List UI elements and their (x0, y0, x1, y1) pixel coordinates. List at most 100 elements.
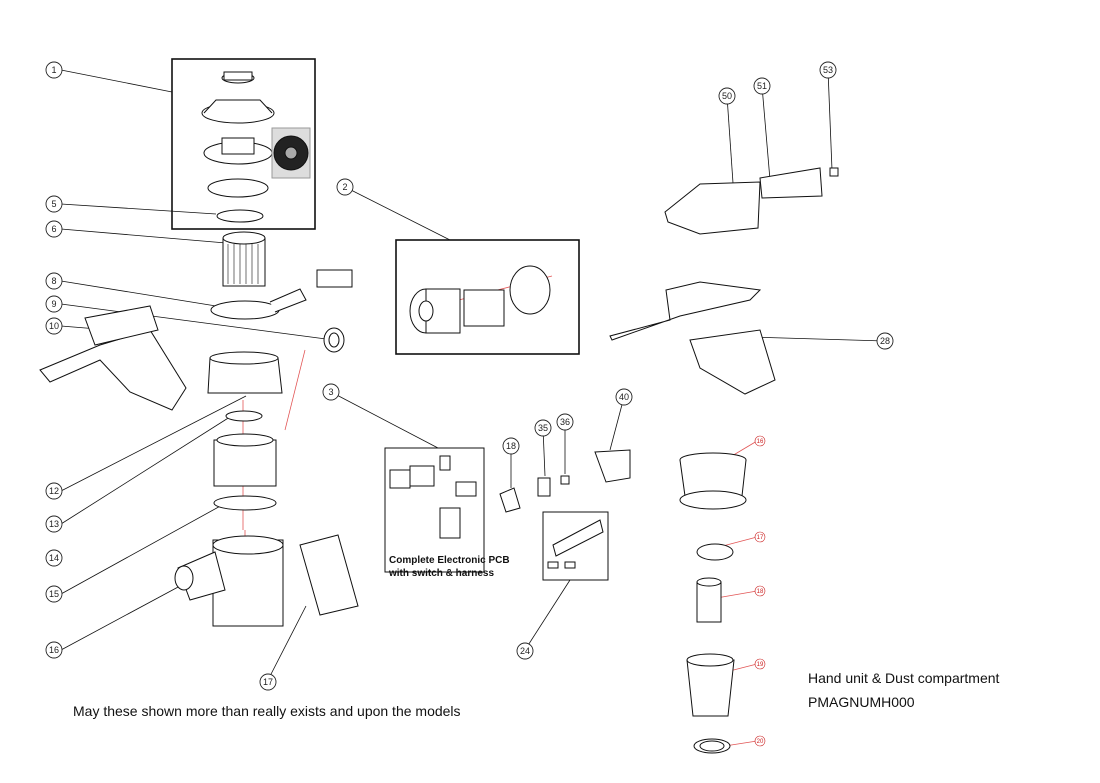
callout-circle (45, 641, 63, 659)
part-trigger (547, 519, 604, 569)
callout-number: 40 (619, 392, 629, 402)
callout-circle (754, 658, 766, 670)
callout-40: 40 (615, 388, 633, 406)
callout-53: 53 (819, 61, 837, 79)
callout-circle (754, 435, 766, 447)
callout-circle (45, 482, 63, 500)
callout-50: 50 (718, 87, 736, 105)
callout-number: 14 (49, 553, 59, 563)
part-hand-unit (609, 281, 776, 395)
callout-18: 18 (502, 437, 520, 455)
callout-circle (45, 317, 63, 335)
callout-circle (819, 61, 837, 79)
callout-5: 5 (45, 195, 63, 213)
part-top-cover (664, 167, 839, 235)
callout-circle (45, 272, 63, 290)
callout-9: 9 (45, 295, 63, 313)
callout-number: 17 (757, 535, 764, 541)
box-filter-assembly (171, 58, 316, 230)
callout-2: 2 (336, 178, 354, 196)
callout-circle (45, 295, 63, 313)
part-pcb-components (389, 455, 477, 539)
callout-3: 3 (322, 383, 340, 401)
callout-number: 35 (538, 423, 548, 433)
callout-circle (45, 195, 63, 213)
callout-number: 50 (722, 91, 732, 101)
callout-circle (615, 388, 633, 406)
callout-13: 13 (45, 515, 63, 533)
callout-circle (718, 87, 736, 105)
callout-circle (556, 413, 574, 431)
callout-number: 16 (757, 439, 764, 445)
callout-circle (534, 419, 552, 437)
callout-number: 12 (49, 486, 59, 496)
callout-17: 17 (259, 673, 277, 691)
callout-51: 51 (753, 77, 771, 95)
part-filter-cap (201, 71, 275, 223)
footer-note: May these shown more than really exists … (73, 703, 461, 719)
callout-number: 36 (560, 417, 570, 427)
part-dust-bin (174, 535, 284, 627)
part-bin-door (299, 534, 359, 616)
red-callout-16: 16 (754, 435, 766, 447)
callout-12: 12 (45, 482, 63, 500)
red-callout-17: 17 (754, 531, 766, 543)
callout-14: 14 (45, 549, 63, 567)
callout-circle (336, 178, 354, 196)
part-cyclone-cone (686, 543, 735, 754)
callout-number: 18 (506, 441, 516, 451)
callout-16: 16 (45, 641, 63, 659)
callout-number: 6 (51, 224, 56, 234)
callout-24: 24 (516, 642, 534, 660)
callout-number: 1 (51, 65, 56, 75)
part-handle-frame (39, 305, 187, 411)
callout-28: 28 (876, 332, 894, 350)
callout-circle (754, 735, 766, 747)
part-motor (409, 265, 551, 334)
callout-number: 2 (342, 182, 347, 192)
callout-number: 53 (823, 65, 833, 75)
callout-circle (502, 437, 520, 455)
callout-circle (876, 332, 894, 350)
callout-circle (754, 531, 766, 543)
part-switch-group (499, 449, 631, 513)
box-motor (395, 239, 580, 355)
callout-circle (322, 383, 340, 401)
callout-circle (516, 642, 534, 660)
box-pcb (384, 447, 485, 573)
callout-number: 9 (51, 299, 56, 309)
callout-number: 20 (757, 739, 764, 745)
part-gear-ring (323, 327, 345, 353)
box-trigger (542, 511, 609, 581)
part-filter-mesh (679, 452, 747, 510)
callout-36: 36 (556, 413, 574, 431)
callout-8: 8 (45, 272, 63, 290)
callout-number: 3 (328, 387, 333, 397)
part-filter-photo (271, 127, 311, 179)
part-cyclone-lid (210, 288, 307, 320)
pcb-caption-line-2: with switch & harness (389, 568, 495, 579)
callout-number: 5 (51, 199, 56, 209)
callout-circles: 1568910121314151617231835364024505153281… (45, 61, 894, 747)
callout-number: 18 (757, 589, 764, 595)
pcb-caption-line-1: Complete Electronic PCB (389, 555, 510, 566)
model-number: PMAGNUMH000 (808, 694, 915, 710)
callout-circle (45, 61, 63, 79)
red-axis-lines (242, 275, 758, 749)
callout-number: 28 (880, 336, 890, 346)
part-hepa-filter (222, 231, 266, 287)
callout-number: 10 (49, 321, 59, 331)
red-callout-19: 19 (754, 658, 766, 670)
callout-10: 10 (45, 317, 63, 335)
callout-1: 1 (45, 61, 63, 79)
diagram-title: Hand unit & Dust compartment (808, 670, 1000, 686)
part-label (316, 269, 353, 288)
callout-circle (45, 515, 63, 533)
callout-circle (754, 585, 766, 597)
callout-circle (259, 673, 277, 691)
callout-15: 15 (45, 585, 63, 603)
callout-circle (45, 585, 63, 603)
callout-number: 51 (757, 81, 767, 91)
